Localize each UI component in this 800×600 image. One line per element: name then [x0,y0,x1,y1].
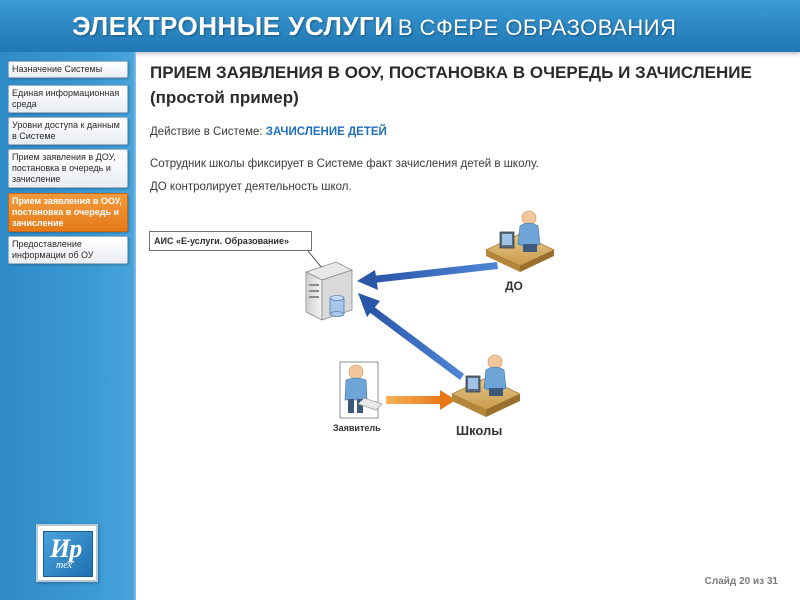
nav-item-access-levels[interactable]: Уровни доступа к данным в Системе [8,117,128,145]
arrow-schools-to-server [358,293,464,380]
applicant-icon [339,361,383,419]
nav-item-info-environment[interactable]: Единая информационная среда [8,85,128,113]
nav-item-label: Прием заявления в ООУ, постановка в очер… [12,196,122,228]
do-label: ДО [505,279,523,293]
logo-subtext: тех [56,560,72,571]
nav-item-school-info[interactable]: Предоставление информации об ОУ [8,236,128,264]
title-bold: ЭЛЕКТРОННЫЕ УСЛУГИ [72,11,394,41]
slide-title: ПРИЕМ ЗАЯВЛЕНИЯ В ООУ, ПОСТАНОВКА В ОЧЕР… [150,63,752,107]
slide-counter-prefix: Слайд [704,576,737,587]
nav-item-oou-enrollment[interactable]: Прием заявления в ООУ, постановка в очер… [8,193,128,232]
header-bar: ЭЛЕКТРОННЫЕ УСЛУГИ В СФЕРЕ ОБРАЗОВАНИЯ [0,0,800,52]
slide-counter: Слайд 20 из 31 [705,576,778,587]
presentation-title: ЭЛЕКТРОННЫЕ УСЛУГИ В СФЕРЕ ОБРАЗОВАНИЯ [72,11,676,42]
nav-item-label: Предоставление информации об ОУ [12,239,94,260]
nav-item-dou-enrollment[interactable]: Прием заявления в ДОУ, постановка в очер… [8,149,128,188]
nav-item-label: Назначение Системы [12,64,103,74]
schools-workstation-icon [451,354,521,417]
schools-label: Школы [456,423,503,438]
callout-leader-line [307,250,323,269]
slide-counter-sep: из [752,576,765,587]
nav-item-label: Единая информационная среда [12,88,120,109]
title-rest: В СФЕРЕ ОБРАЗОВАНИЯ [397,15,677,40]
company-logo: Ир тех [36,524,98,582]
description-line-2: ДО контролирует деятельность школ. [150,181,352,193]
description-line-1: Сотрудник школы фиксирует в Системе факт… [150,158,539,170]
do-workstation-icon [485,210,555,272]
logo-badge: Ир тех [43,531,93,577]
slide-total: 31 [766,576,778,587]
server-icon [304,261,354,321]
action-line: Действие в Системе: ЗАЧИСЛЕНИЕ ДЕТЕЙ [150,126,387,138]
ais-system-callout: АИС «Е-услуги. Образование» [149,231,312,251]
sidebar: Назначение Системы Единая информационная… [0,52,136,600]
logo-text: Ир [50,534,82,563]
nav-item-label: Прием заявления в ДОУ, постановка в очер… [12,152,116,184]
arrow-do-to-server [357,262,498,290]
action-prefix: Действие в Системе: [150,126,263,138]
nav-item-system-purpose[interactable]: Назначение Системы [8,61,128,78]
slide-current: 20 [739,576,751,587]
arrow-applicant-to-schools [386,390,456,410]
nav-item-label: Уровни доступа к данным в Системе [12,120,120,141]
action-value: ЗАЧИСЛЕНИЕ ДЕТЕЙ [265,126,387,138]
applicant-label: Заявитель [333,423,381,433]
